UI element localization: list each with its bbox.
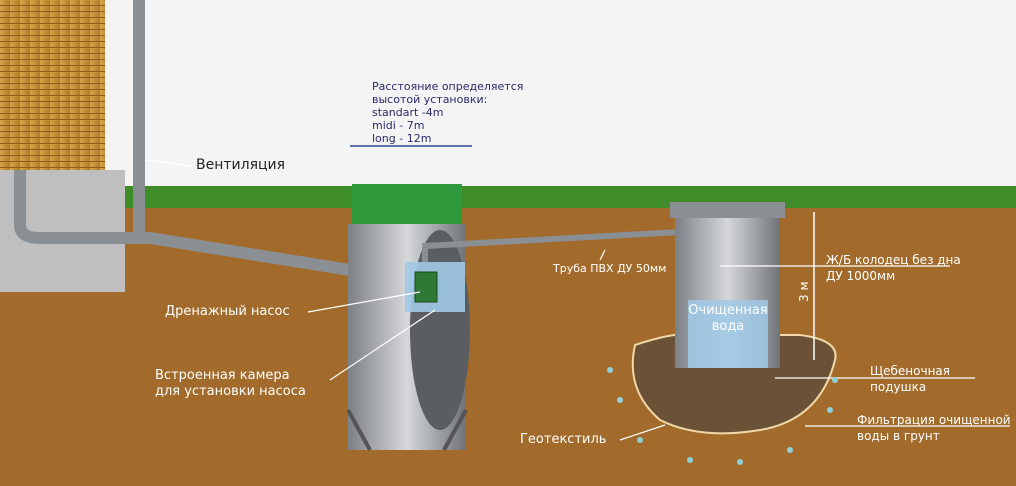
- filtration-label-line: Фильтрация очищенной: [857, 413, 1011, 427]
- tank-feet: [346, 409, 468, 451]
- distance-note-line: midi - 7m: [372, 119, 425, 132]
- clean-water: [688, 300, 768, 368]
- well-label: Ж/Б колодец без дна ДУ 1000мм: [826, 252, 961, 284]
- filtration-arrows: [607, 367, 838, 465]
- well-label-line: Ж/Б колодец без дна: [826, 253, 961, 267]
- clean-water-line: Очищенная: [688, 303, 768, 318]
- pipe-label: Труба ПВХ ДУ 50мм: [553, 262, 667, 275]
- pump-icon: [414, 271, 438, 303]
- chamber-label-line: для установки насоса: [155, 384, 306, 399]
- depth-label: 3 м: [797, 281, 811, 302]
- sky: [0, 0, 1016, 200]
- ventilation-label: Вентиляция: [196, 157, 286, 173]
- clean-water-line: вода: [711, 319, 745, 334]
- filtration-label-line: воды в грунт: [857, 429, 940, 443]
- house-drain-pipe: [14, 170, 351, 276]
- pump-label: Дренажный насос: [165, 304, 290, 319]
- well-label-line: ДУ 1000мм: [826, 269, 896, 283]
- chamber-label-line: Встроенная камера: [155, 368, 290, 383]
- tank-lid: [352, 184, 462, 224]
- grass: [120, 186, 1016, 208]
- leader-lines: [144, 159, 1010, 441]
- pump-chamber: [410, 230, 470, 430]
- distance-note-line: standart -4m: [372, 106, 444, 119]
- gravel-label-line: подушка: [870, 380, 927, 394]
- gravel-label-line: Щебеночная: [870, 364, 950, 378]
- distance-note-line: long - 12m: [372, 132, 432, 145]
- distance-note-line: Расстояние определяется: [372, 80, 524, 93]
- house-wall: [0, 0, 105, 170]
- filtration-label: Фильтрация очищенной воды в грунт: [857, 412, 1011, 444]
- ventilation-pipe: [133, 0, 145, 238]
- well-rim: [670, 202, 785, 218]
- distance-note: Расстояние определяется высотой установк…: [372, 80, 523, 145]
- distance-note-line: высотой установки:: [372, 93, 488, 106]
- gravel-label: Щебеночная подушка: [870, 363, 950, 395]
- geotextile-label: Геотекстиль: [520, 432, 607, 447]
- clean-water-label: Очищенная вода: [686, 303, 770, 335]
- output-pipe: [422, 229, 681, 262]
- chamber-label: Встроенная камера для установки насоса: [155, 368, 306, 400]
- soil: [0, 200, 1016, 486]
